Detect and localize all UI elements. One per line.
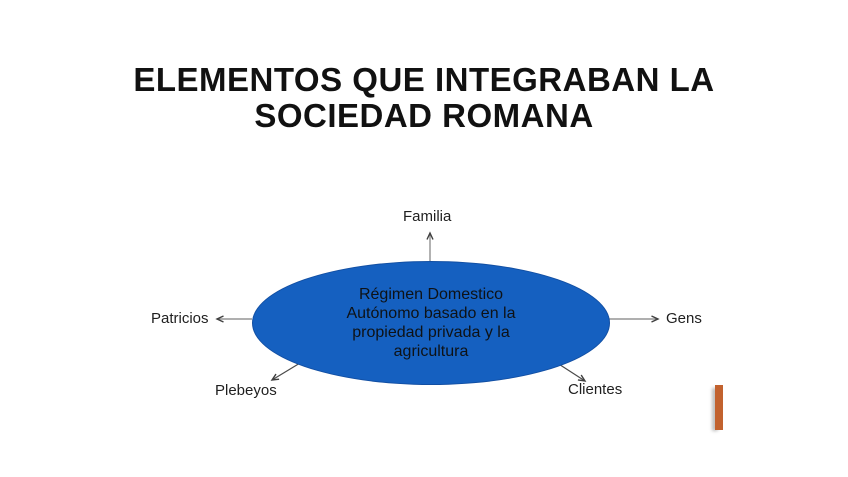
node-label-patricios: Patricios: [151, 310, 209, 327]
ellipse-text-line: propiedad privada y la: [352, 324, 510, 341]
node-label-clientes: Clientes: [568, 381, 623, 398]
accent-bar: [715, 385, 723, 430]
node-label-plebeyos: Plebeyos: [215, 382, 277, 399]
slide-title-line2: SOCIEDAD ROMANA: [254, 97, 594, 134]
ellipse-text-line: Régimen Domestico: [358, 286, 504, 303]
node-label-familia: Familia: [403, 208, 452, 225]
ellipse-text-line: Autónomo basado en la: [346, 305, 516, 322]
slide-title-line1: ELEMENTOS QUE INTEGRABAN LA: [133, 61, 715, 98]
slide-title: ELEMENTOS QUE INTEGRABAN LA SOCIEDAD ROM…: [0, 62, 848, 134]
central-concept-ellipse: Régimen Domestico Autónomo basado en la …: [252, 261, 610, 385]
node-label-gens: Gens: [666, 310, 702, 327]
ellipse-text-line: agricultura: [393, 343, 469, 360]
